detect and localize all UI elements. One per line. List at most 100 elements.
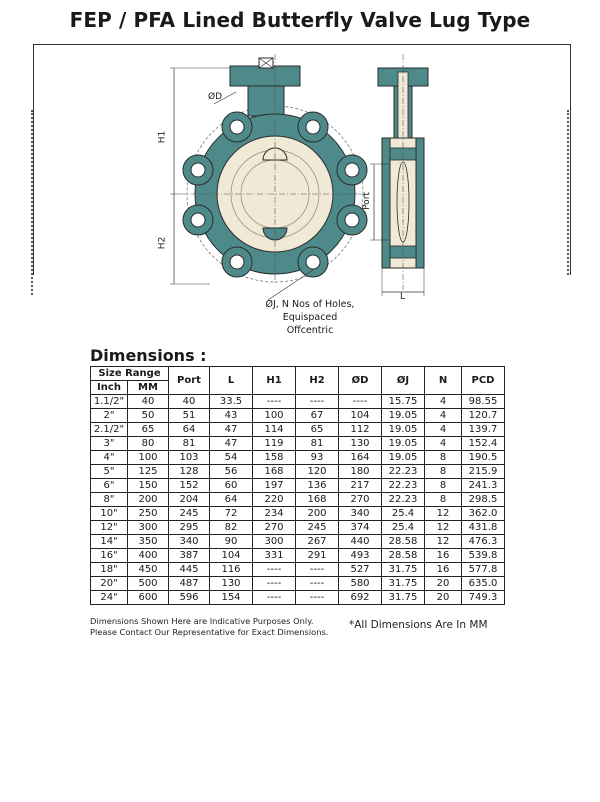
- dotted-edge-left: [31, 110, 36, 295]
- table-cell: 119: [252, 436, 296, 451]
- table-cell: ----: [252, 394, 296, 409]
- table-cell: 4: [424, 422, 462, 437]
- table-cell: 692: [338, 590, 382, 605]
- table-cell: 154: [209, 590, 253, 605]
- table-cell: 200: [295, 506, 339, 521]
- table-cell: 362.0: [461, 506, 505, 521]
- table-cell: 136: [295, 478, 339, 493]
- table-cell: 2": [90, 408, 128, 423]
- table-cell: 54: [209, 450, 253, 465]
- table-cell: 31.75: [381, 576, 425, 591]
- table-cell: 43: [209, 408, 253, 423]
- table-cell: 104: [209, 548, 253, 563]
- table-cell: 20: [424, 590, 462, 605]
- table-cell: 450: [127, 562, 169, 577]
- table-cell: 20": [90, 576, 128, 591]
- dimensions-table: Size Range Port L H1 H2 ØD ØJ N PCD Inch…: [90, 366, 505, 605]
- table-cell: 31.75: [381, 590, 425, 605]
- table-cell: 204: [168, 492, 210, 507]
- table-cell: 168: [295, 492, 339, 507]
- table-cell: 158: [252, 450, 296, 465]
- table-cell: 600: [127, 590, 169, 605]
- table-cell: 80: [127, 436, 169, 451]
- table-cell: 12": [90, 520, 128, 535]
- dotted-edge-right: [567, 110, 572, 275]
- table-cell: 493: [338, 548, 382, 563]
- table-cell: ----: [295, 394, 339, 409]
- table-cell: 31.75: [381, 562, 425, 577]
- table-cell: 130: [209, 576, 253, 591]
- table-cell: ----: [295, 590, 339, 605]
- holes-note-line: Equispaced: [282, 312, 338, 323]
- table-cell: 100: [127, 450, 169, 465]
- table-cell: 476.3: [461, 534, 505, 549]
- table-cell: 270: [252, 520, 296, 535]
- table-cell: 40: [127, 394, 169, 409]
- h2-label: H2: [157, 236, 168, 250]
- table-cell: 22.23: [381, 464, 425, 479]
- table-cell: 245: [168, 506, 210, 521]
- table-cell: 60: [209, 478, 253, 493]
- table-cell: 180: [338, 464, 382, 479]
- table-cell: 8: [424, 464, 462, 479]
- table-cell: 16: [424, 562, 462, 577]
- col-header-pcd: PCD: [461, 366, 505, 395]
- table-cell: 130: [338, 436, 382, 451]
- table-cell: 487: [168, 576, 210, 591]
- table-cell: 150: [127, 478, 169, 493]
- table-cell: 445: [168, 562, 210, 577]
- col-header-oj: ØJ: [381, 366, 425, 395]
- table-cell: 596: [168, 590, 210, 605]
- table-cell: 400: [127, 548, 169, 563]
- table-cell: 103: [168, 450, 210, 465]
- table-cell: 28.58: [381, 534, 425, 549]
- table-cell: 64: [209, 492, 253, 507]
- size-range-header: Size Range: [90, 366, 169, 381]
- table-cell: ----: [338, 394, 382, 409]
- table-cell: 65: [127, 422, 169, 437]
- table-cell: 4: [424, 394, 462, 409]
- table-cell: 104: [338, 408, 382, 423]
- table-cell: 114: [252, 422, 296, 437]
- table-cell: 47: [209, 422, 253, 437]
- table-cell: 4: [424, 408, 462, 423]
- table-cell: ----: [295, 576, 339, 591]
- table-cell: 14": [90, 534, 128, 549]
- table-cell: 67: [295, 408, 339, 423]
- table-cell: 168: [252, 464, 296, 479]
- table-cell: 51: [168, 408, 210, 423]
- table-cell: 19.05: [381, 436, 425, 451]
- table-cell: 527: [338, 562, 382, 577]
- table-cell: 250: [127, 506, 169, 521]
- table-cell: 40: [168, 394, 210, 409]
- table-cell: 197: [252, 478, 296, 493]
- table-cell: 635.0: [461, 576, 505, 591]
- table-cell: 300: [252, 534, 296, 549]
- table-cell: 340: [168, 534, 210, 549]
- table-cell: 22.23: [381, 478, 425, 493]
- table-cell: 8": [90, 492, 128, 507]
- table-cell: 6": [90, 478, 128, 493]
- table-cell: 270: [338, 492, 382, 507]
- page-title: FEP / PFA Lined Butterfly Valve Lug Type: [69, 8, 531, 32]
- table-cell: 340: [338, 506, 382, 521]
- dimensions-title: Dimensions :: [90, 346, 207, 365]
- port-label: Port: [361, 192, 372, 210]
- table-header-row: Size Range Port L H1 H2 ØD ØJ N PCD: [90, 366, 505, 395]
- table-cell: 190.5: [461, 450, 505, 465]
- table-cell: 112: [338, 422, 382, 437]
- table-cell: 440: [338, 534, 382, 549]
- table-cell: 350: [127, 534, 169, 549]
- table-cell: 331: [252, 548, 296, 563]
- table-cell: 295: [168, 520, 210, 535]
- table-cell: 300: [127, 520, 169, 535]
- table-cell: 19.05: [381, 408, 425, 423]
- table-cell: 90: [209, 534, 253, 549]
- table-cell: 100: [252, 408, 296, 423]
